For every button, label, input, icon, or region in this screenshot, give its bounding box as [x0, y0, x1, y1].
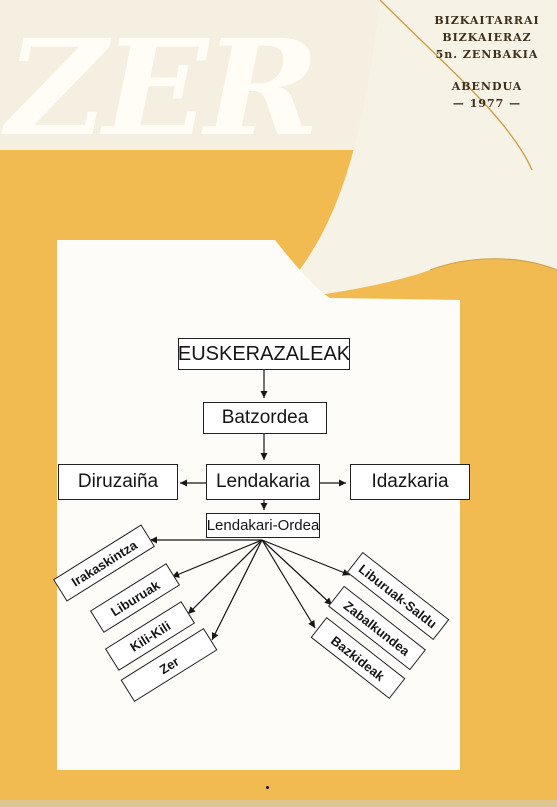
masthead-title: ZER [6, 11, 320, 166]
center-mark [266, 786, 269, 789]
issue-number: 5n. ZENBAKIA [435, 48, 539, 61]
header-line-2: BIZKAIERAZ [442, 31, 532, 44]
box-euskerazaleak: EUSKERAZALEAK [178, 338, 350, 370]
issue-month: ABENDUA [451, 80, 523, 93]
header-line-1: BIZKAITARRAI [434, 14, 540, 27]
issue-year: — 1977 — [452, 97, 522, 110]
box-lendakaria: Lendakaria [206, 464, 320, 500]
box-diruzaina: Diruzaiña [58, 464, 178, 500]
box-batzordea: Batzordea [203, 402, 327, 434]
box-lendakari-ordea: Lendakari-Ordea [206, 513, 320, 538]
box-idazkaria: Idazkaria [350, 464, 470, 500]
